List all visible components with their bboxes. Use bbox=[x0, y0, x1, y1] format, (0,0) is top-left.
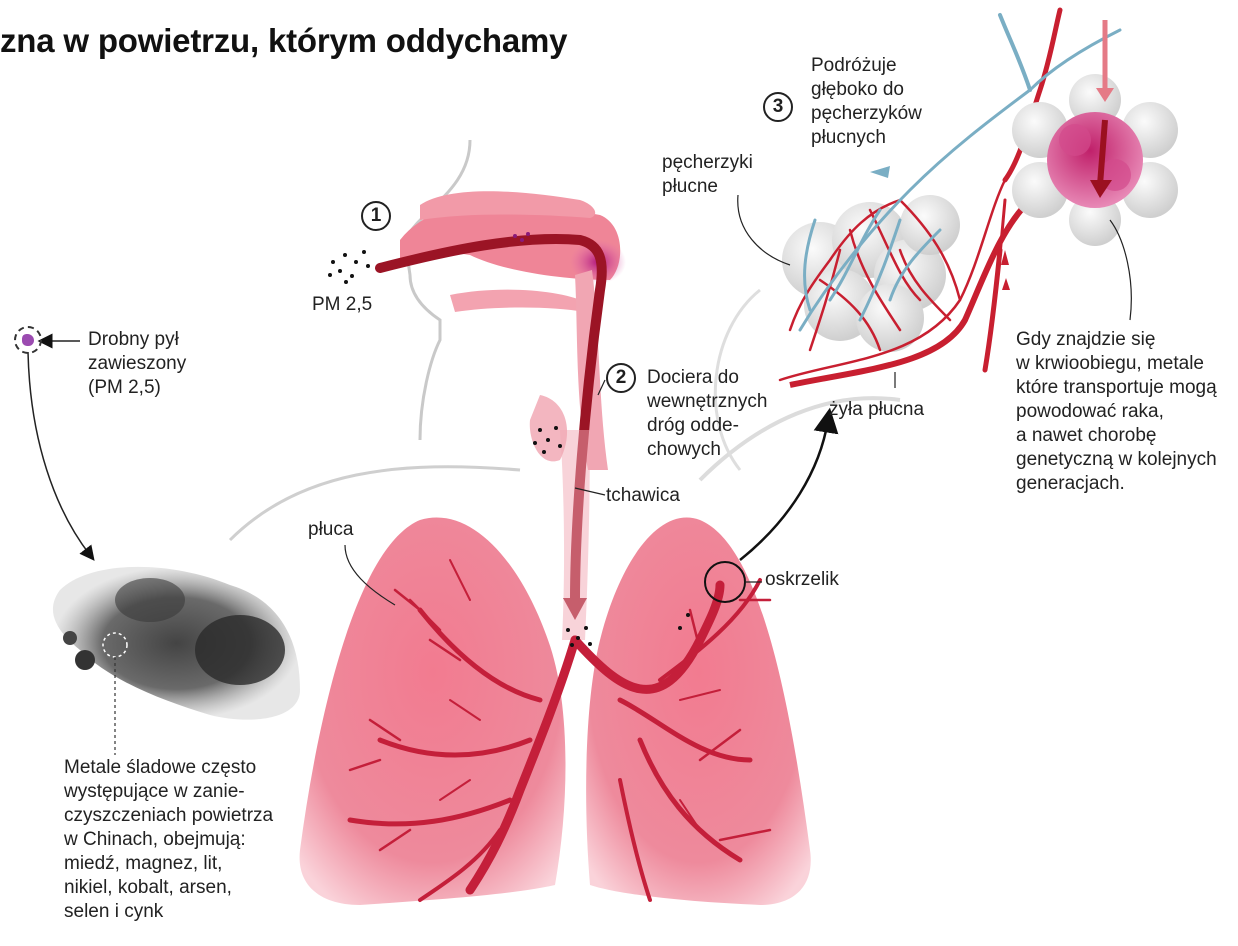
neck-outline bbox=[230, 467, 520, 540]
page-title: zna w powietrzu, którym oddychamy bbox=[0, 22, 567, 60]
step-2-description: Dociera do wewnętrznych dróg odde- chowy… bbox=[647, 366, 767, 462]
particle-curve-arrow bbox=[28, 352, 90, 555]
alveoli-callout-line bbox=[738, 195, 790, 265]
particle-micrograph bbox=[53, 567, 300, 720]
step-3-badge: 3 bbox=[763, 92, 793, 122]
pm25-label: PM 2,5 bbox=[312, 293, 372, 317]
trachea-shape bbox=[560, 430, 590, 640]
alveoli-label: pęcherzyki płucne bbox=[662, 151, 753, 199]
particle-description: Drobny pył zawieszony (PM 2,5) bbox=[88, 328, 186, 400]
lung-left bbox=[300, 518, 566, 905]
pulmonary-vein-label: żyła płucna bbox=[829, 398, 924, 422]
lungs-label: płuca bbox=[308, 518, 353, 542]
step-1-badge: 1 bbox=[361, 201, 391, 231]
step-3-description: Podróżuje głęboko do pęcherzyków płucnyc… bbox=[811, 54, 922, 150]
bronchiole-label: oskrzelik bbox=[765, 568, 839, 592]
particle-dust-nose bbox=[328, 250, 370, 284]
trachea-label: tchawica bbox=[606, 484, 680, 508]
trace-metals-description: Metale śladowe często występujące w zani… bbox=[64, 756, 273, 924]
particle-icon bbox=[14, 326, 42, 354]
blue-flow-arrow bbox=[870, 166, 890, 178]
mouth-palate bbox=[450, 290, 585, 312]
bloodstream-description: Gdy znajdzie się w krwioobiegu, metale k… bbox=[1016, 328, 1217, 496]
step-2-badge: 2 bbox=[606, 363, 636, 393]
head-outline bbox=[405, 140, 470, 440]
red-flow-arrow-2 bbox=[1002, 278, 1010, 290]
